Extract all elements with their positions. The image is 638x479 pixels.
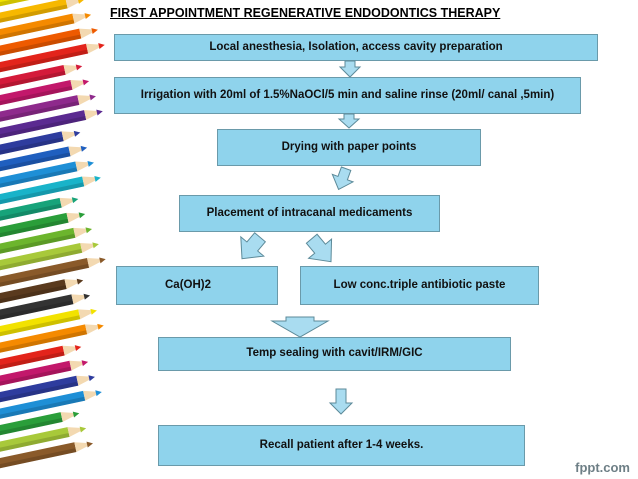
step-caoh-label: Ca(OH)2 [165,278,212,291]
pencil [0,197,79,223]
step-drying-label: Drying with paper points [281,140,417,153]
pencil [0,160,94,190]
pencil [0,130,81,157]
step-tap-box: Low conc.triple antibiotic paste [300,266,539,305]
step-recall-box: Recall patient after 1-4 weeks. [158,425,525,466]
arrow-3-icon [331,166,355,191]
pencil [0,0,61,8]
pencil [0,323,104,355]
step-tap-label: Low conc.triple antibiotic paste [333,278,506,291]
pencil [0,79,90,107]
pencil [0,94,96,124]
arrow-6-icon [270,316,330,338]
arrow-1-icon [338,60,362,78]
watermark: fppt.com [575,460,630,475]
step-sealing-box: Temp sealing with cavit/IRM/GIC [158,337,511,371]
arrow-2-icon [337,113,361,129]
step-anesthesia-box: Local anesthesia, Isolation, access cavi… [114,34,598,61]
pencil [0,13,92,41]
pencil [0,390,102,421]
pencil [0,411,80,437]
arrow-4-icon [240,232,267,260]
colored-pencils-decoration [0,0,106,470]
pencil [0,293,91,322]
pencil [0,227,93,256]
step-caoh-box: Ca(OH)2 [116,266,278,305]
pencil [0,308,97,338]
pencil [0,441,93,470]
step-irrigation-label: Irrigation with 20ml of 1.5%NaOCl/5 min … [140,88,555,101]
step-medicament-label: Placement of intracanal medicaments [206,206,413,219]
pencil [0,145,88,173]
pencil [0,64,83,91]
arrow-5-icon [305,233,333,263]
pencil [0,278,84,305]
step-anesthesia-label: Local anesthesia, Isolation, access cavi… [209,40,503,53]
pencil [0,109,103,140]
step-sealing-label: Temp sealing with cavit/IRM/GIC [246,347,423,360]
pencil [0,426,87,454]
pencil [0,242,99,272]
pencil [0,28,98,58]
pencil [0,212,86,239]
pencil [0,0,85,25]
step-medicament-box: Placement of intracanal medicaments [179,195,440,232]
pencil [0,43,105,74]
step-recall-label: Recall patient after 1-4 weeks. [259,438,424,451]
pencil [0,375,95,404]
pencil [0,257,106,289]
pencil [0,360,89,388]
page-title: FIRST APPOINTMENT REGENERATIVE ENDODONTI… [110,6,501,20]
arrow-7-icon [328,388,354,415]
pencil [0,345,82,371]
pencil [0,175,101,206]
step-drying-box: Drying with paper points [217,129,481,166]
